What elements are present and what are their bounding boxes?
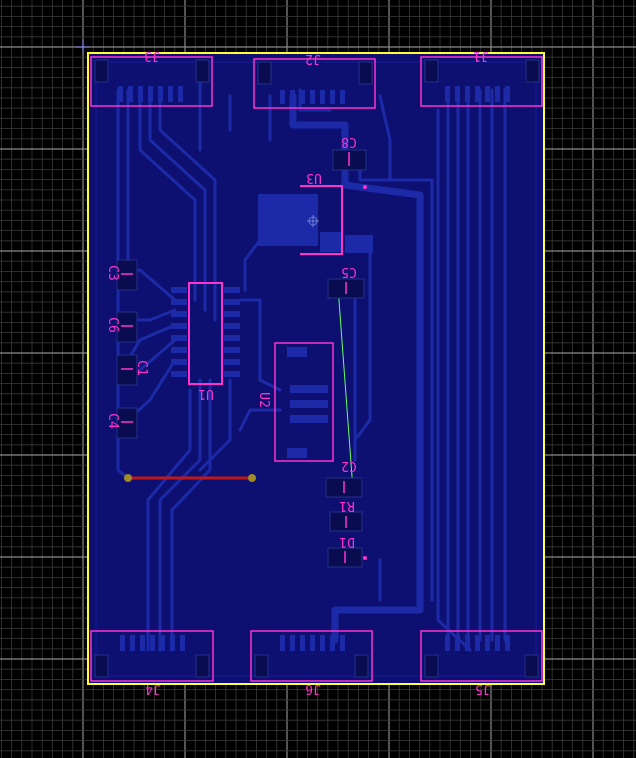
- c3-label: C3: [105, 265, 120, 281]
- silkscreen-layer: [90, 56, 543, 682]
- j6-outline[interactable]: [250, 630, 373, 682]
- c1-label: C1: [134, 360, 149, 376]
- j3-label: J3: [144, 48, 160, 63]
- u3-pad-side: [320, 232, 342, 252]
- c3-body[interactable]: [116, 259, 138, 291]
- d1-label: D1: [339, 534, 355, 549]
- r1-label: R1: [339, 498, 355, 513]
- connector-pads: [94, 59, 540, 678]
- u3-label: U3: [306, 170, 322, 185]
- c5-label: C5: [341, 264, 357, 279]
- j1-outline[interactable]: [420, 56, 543, 107]
- c4-label: C4: [105, 413, 120, 429]
- ground-pour-area: [95, 61, 537, 677]
- j6-label: J6: [305, 681, 321, 696]
- u1-outline[interactable]: [188, 282, 223, 385]
- u1-pads: [171, 287, 240, 377]
- u3-pin1-dot: [363, 185, 367, 189]
- jumper-pad-left[interactable]: [124, 474, 132, 482]
- j5-outline[interactable]: [420, 630, 543, 682]
- ratsnest-line: [337, 286, 354, 491]
- u3-thermal-pad: [258, 194, 318, 246]
- copper-traces: [116, 68, 507, 652]
- c8-label: C8: [341, 134, 357, 149]
- passive-silk-marks: [121, 152, 350, 563]
- board-outline[interactable]: [87, 52, 545, 685]
- u2-label: U2: [256, 392, 271, 408]
- j2-label: J2: [305, 51, 321, 66]
- connector-pins: [118, 86, 510, 651]
- c6-label: C6: [105, 317, 120, 333]
- c4-body[interactable]: [116, 407, 138, 439]
- j1-label: J1: [473, 48, 489, 63]
- u3-outline[interactable]: [300, 185, 343, 255]
- u2-outline[interactable]: [274, 342, 334, 462]
- c1-body[interactable]: [116, 354, 138, 386]
- u1-label: U1: [198, 386, 214, 401]
- c6-body[interactable]: [116, 311, 138, 343]
- j3-outline[interactable]: [90, 56, 213, 107]
- j4-label: J4: [145, 681, 161, 696]
- j2-outline[interactable]: [253, 58, 376, 109]
- d1-pin1-dot: [363, 556, 367, 560]
- j5-label: J5: [475, 681, 491, 696]
- jumper-pad-right[interactable]: [248, 474, 256, 482]
- reference-labels: J3 J2 J1 J4 J6 J5 U1 U3 C8 C5 C2 R1 D1 U…: [105, 48, 491, 696]
- c2-label: C2: [341, 458, 357, 473]
- u2-pads: [287, 347, 328, 458]
- origin-marker: [76, 40, 90, 54]
- j4-outline[interactable]: [90, 630, 214, 682]
